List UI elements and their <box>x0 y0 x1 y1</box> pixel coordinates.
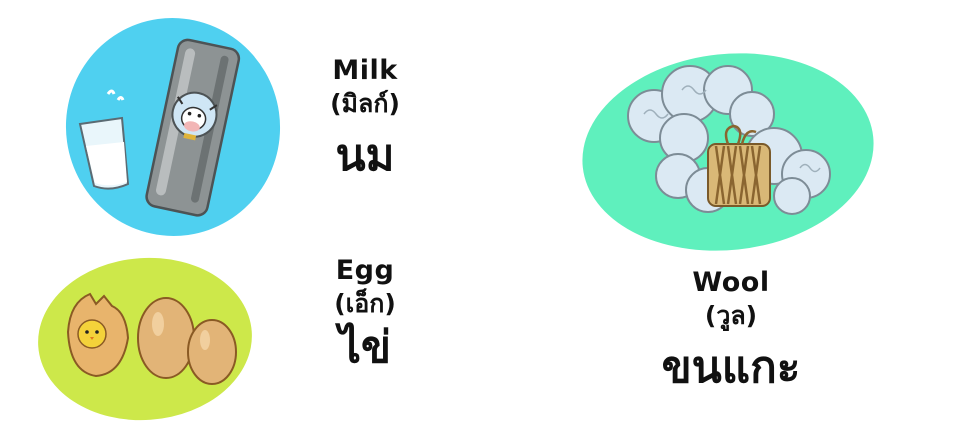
wool-english-label: Wool <box>692 267 770 298</box>
wool-bundle-icon <box>627 65 831 215</box>
wool-word-block: Wool (วูล) ขนแกะ <box>620 266 842 396</box>
milk-transliteration-label: (มิลก์) <box>330 89 400 118</box>
milk-thai-label: นม <box>335 130 395 181</box>
eggs-and-chick-icon <box>66 292 237 385</box>
twine-bundle <box>707 124 771 207</box>
milk-carton-and-glass-icon <box>78 38 241 217</box>
wool-transliteration-label: (วูล) <box>704 301 758 330</box>
milk-word-block: Milk (มิลก์) นม <box>300 54 430 184</box>
wool-thai-label: ขนแกะ <box>661 342 801 393</box>
chick-icon <box>66 292 130 378</box>
milk-can-icon <box>145 38 241 217</box>
egg-word-block: Egg (เอ็ก) ไข่ <box>300 254 430 376</box>
egg-icon <box>137 297 195 379</box>
egg-icon <box>187 319 237 385</box>
milk-english-label: Milk <box>332 55 398 86</box>
egg-transliteration-label: (เอ็ก) <box>334 289 396 318</box>
egg-thai-label: ไข่ <box>338 322 392 373</box>
milk-glass-icon <box>78 89 130 190</box>
egg-english-label: Egg <box>335 255 395 286</box>
